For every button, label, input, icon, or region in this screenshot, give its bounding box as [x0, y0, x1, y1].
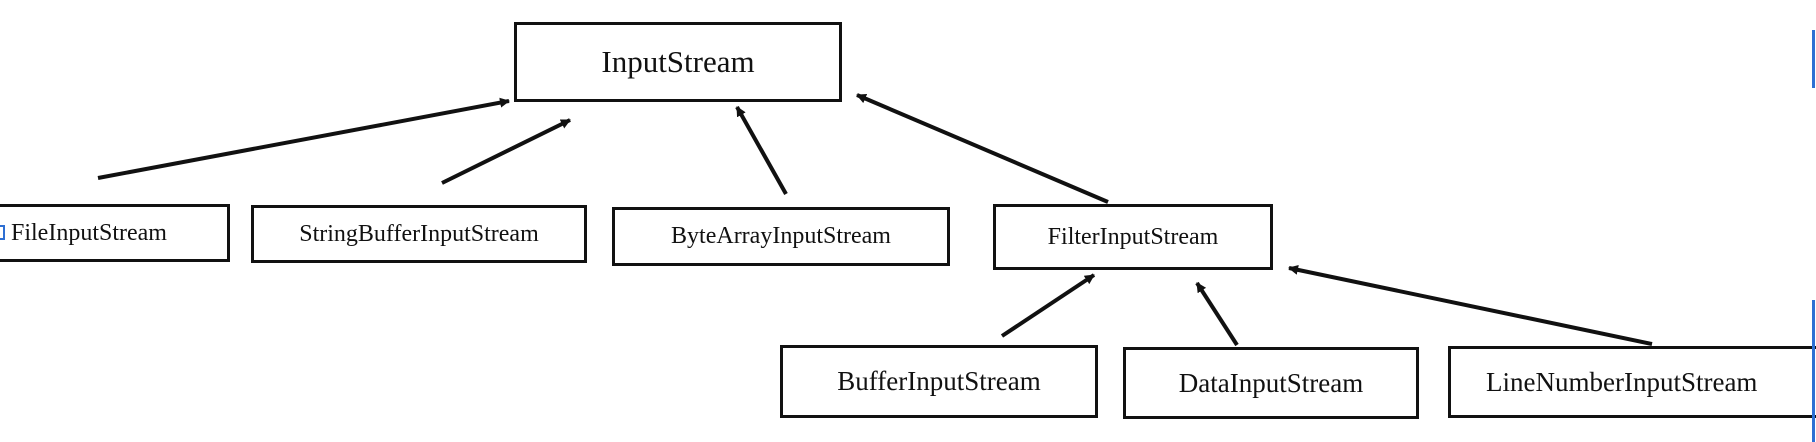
arrow-linenumberinputstream-to-filterinputstream	[1288, 264, 1653, 346]
edge-marker-bottom	[1812, 300, 1815, 442]
node-stringbufferinputstream: StringBufferInputStream	[251, 205, 587, 263]
node-bufferinputstream: BufferInputStream	[780, 345, 1098, 418]
arrow-bufferinputstream-to-filterinputstream	[1000, 273, 1096, 338]
node-datainputstream: DataInputStream	[1123, 347, 1419, 419]
edge-marker-top	[1812, 30, 1815, 88]
node-label: FilterInputStream	[1047, 223, 1219, 250]
arrow-stringbufferinputstream-to-inputstream	[441, 118, 571, 185]
arrow-filterinputstream-to-inputstream	[856, 93, 1109, 204]
node-inputstream: InputStream	[514, 22, 842, 102]
node-filterinputstream: FilterInputStream	[993, 204, 1273, 270]
node-fileinputstream: FileInputStream	[0, 204, 230, 262]
node-linenumberinputstream: LineNumberInputStream	[1448, 346, 1816, 418]
node-label: InputStream	[601, 44, 755, 79]
node-label: LineNumberInputStream	[1486, 366, 1758, 397]
node-label: DataInputStream	[1178, 367, 1364, 398]
node-bytearrayinputstream: ByteArrayInputStream	[612, 207, 950, 266]
arrow-datainputstream-to-filterinputstream	[1195, 281, 1239, 347]
node-label: BufferInputStream	[837, 366, 1041, 396]
node-label: ByteArrayInputStream	[671, 223, 891, 249]
node-label: StringBufferInputStream	[299, 220, 539, 247]
arrow-fileinputstream-to-inputstream	[97, 97, 510, 180]
arrow-bytearrayinputstream-to-inputstream	[735, 106, 788, 195]
node-label: FileInputStream	[11, 219, 167, 246]
selection-marker	[0, 225, 5, 240]
